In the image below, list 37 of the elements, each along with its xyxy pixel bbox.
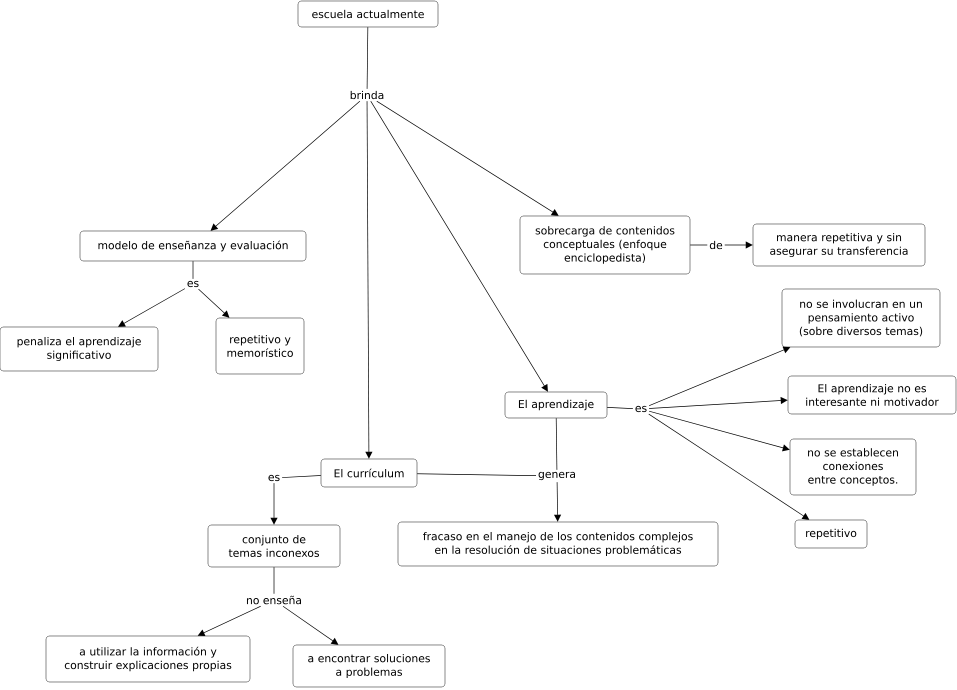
concept-box: El aprendizaje no es interesante ni motivador (788, 376, 956, 414)
concept-box: fracaso en el manejo de los contenidos complejos en la resolución de situaciones problemáticas (398, 522, 718, 566)
connector-line (606, 407, 634, 409)
arrow (198, 288, 230, 318)
linking-phrase: es (633, 404, 649, 414)
connector-line (416, 473, 536, 476)
connector-line (192, 260, 194, 280)
linking-phrase: es (185, 279, 201, 289)
arrow (198, 606, 261, 636)
concept-box: penaliza el aprendizaje significativo (0, 326, 158, 372)
concept-box: El aprendizaje (504, 392, 608, 418)
concept-box: a encontrar soluciones a problemas (292, 644, 446, 688)
linking-phrase: es (266, 473, 282, 483)
concept-box: a utilizar la información y construir explicaciones propias (46, 636, 250, 682)
linking-phrase: no enseña (244, 594, 304, 606)
arrow (118, 288, 186, 327)
linking-phrase: genera (536, 470, 578, 482)
arrow (648, 346, 790, 406)
linking-phrase: brinda (348, 89, 386, 101)
connector-line (282, 475, 322, 478)
concept-box: repetitivo y memorístico (216, 318, 304, 374)
connector-line (366, 26, 368, 90)
connector-line (556, 418, 558, 470)
concept-box: conjunto de temas inconexos (208, 524, 340, 568)
concept-box: escuela actualmente (298, 0, 438, 28)
concept-box: no se establecen conexiones entre conceptos. (790, 438, 916, 496)
concept-box: manera repetitiva y sin asegurar su transferencia (752, 224, 926, 266)
concept-box: sobrecarga de contenidos conceptuales (enfoque enciclopedista) (520, 216, 690, 274)
concept-box: no se involucran en un pensamiento activo (sobre diversos temas) (782, 288, 940, 348)
arrow (210, 100, 360, 231)
arrow (648, 414, 810, 520)
connector-line (690, 244, 708, 246)
arrow (282, 606, 338, 645)
concept-box: El currículum (320, 458, 418, 488)
linking-phrase: de (708, 239, 724, 251)
concept-box: modelo de enseñanza y evaluación (80, 230, 306, 262)
concept-box: repetitivo (794, 520, 868, 548)
